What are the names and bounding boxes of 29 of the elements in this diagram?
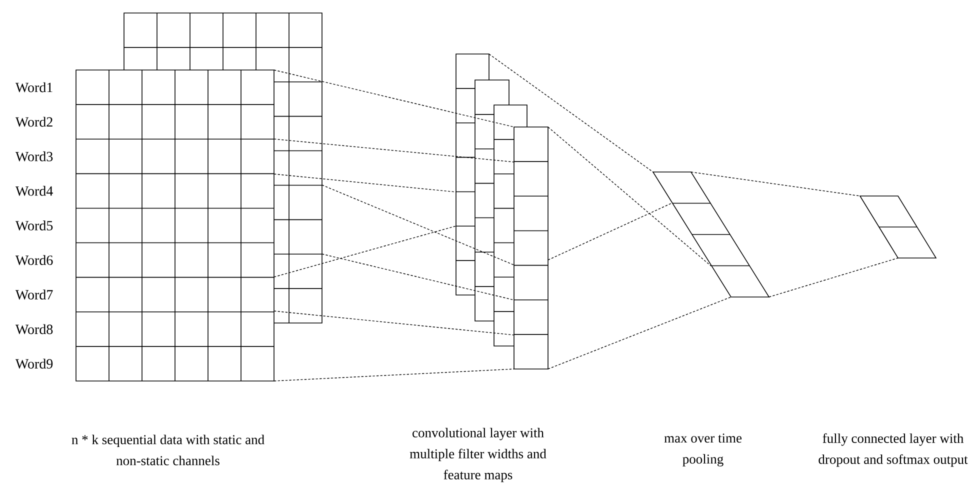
connection-line — [274, 310, 514, 336]
connection-line — [274, 70, 514, 128]
layer-caption: max over time pooling — [664, 434, 742, 466]
row-label: Word2 — [15, 116, 52, 127]
connection-line — [322, 184, 514, 266]
connection-line — [548, 202, 672, 260]
connection-line — [322, 254, 514, 300]
connection-line — [690, 172, 860, 196]
connection-line — [548, 296, 732, 370]
connection-line — [488, 54, 654, 172]
connection-line — [274, 138, 514, 162]
row-label: Word9 — [15, 358, 53, 369]
row-label: Word6 — [15, 255, 53, 266]
row-label: Word8 — [15, 324, 53, 334]
word-matrix-drawing — [76, 12, 322, 382]
layer-caption: fully connected layer with dropout and softmax output — [818, 433, 968, 467]
row-label: Word1 — [15, 82, 52, 92]
feature-map-drawing — [456, 54, 548, 370]
row-label: Word5 — [15, 220, 53, 230]
connection-line — [274, 226, 456, 278]
connection-line — [274, 174, 456, 192]
row-label: Word4 — [15, 186, 53, 196]
layer-caption: convolutional layer with multiple filter widths and feature maps — [410, 428, 546, 482]
row-label: Word7 — [15, 290, 53, 300]
row-label: Word3 — [15, 151, 53, 162]
connection-line — [274, 368, 514, 382]
layer-caption: n * k sequential data with static and non-static channels — [72, 434, 264, 466]
connection-line — [548, 126, 712, 266]
connection-line — [768, 258, 898, 298]
